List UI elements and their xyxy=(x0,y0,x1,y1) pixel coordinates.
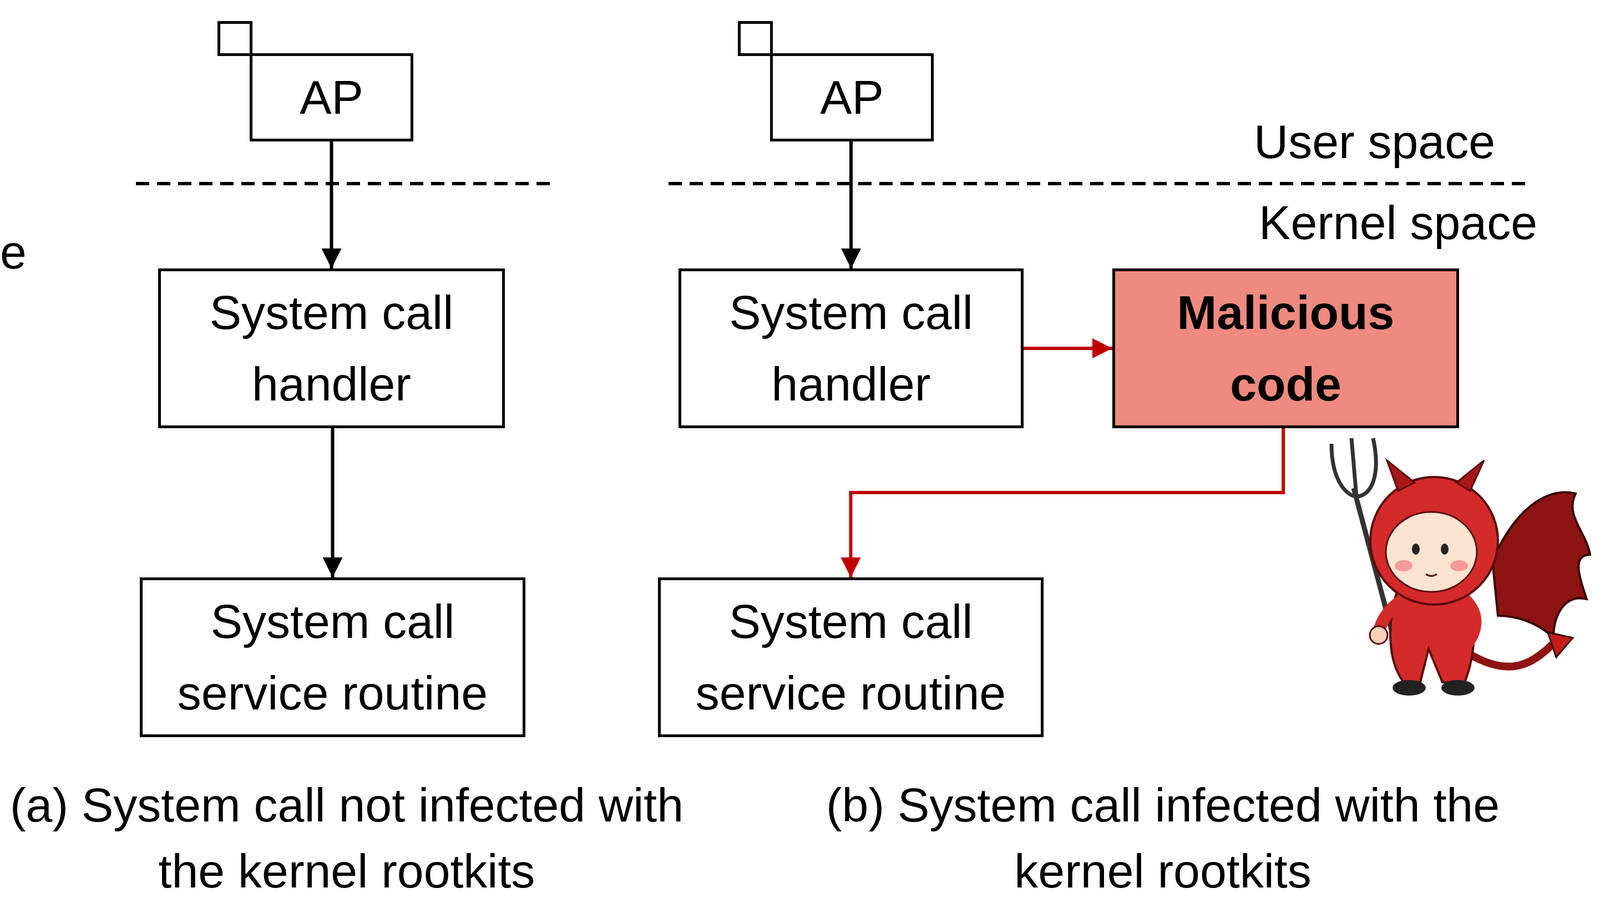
corner-tab xyxy=(737,21,773,57)
arrow-connector xyxy=(1023,346,1113,351)
devil-arm xyxy=(1464,599,1476,644)
devil-foot xyxy=(1441,680,1475,696)
devil-horn xyxy=(1456,460,1485,491)
arrow-connector xyxy=(849,141,853,269)
devil-foot xyxy=(1392,680,1426,696)
box-text: System call service routine xyxy=(671,585,1030,729)
process-box: System call handler xyxy=(678,268,1024,429)
devil-hand xyxy=(1369,626,1388,645)
process-box: System call handler xyxy=(158,268,505,429)
devil-illustration xyxy=(1331,438,1591,696)
user-kernel-boundary xyxy=(668,181,1526,186)
cropped-letter: e xyxy=(0,219,27,286)
devil-hood xyxy=(1370,477,1498,605)
devil-tail xyxy=(1470,643,1554,667)
box-text: System call service routine xyxy=(153,585,512,729)
box-text: System call handler xyxy=(692,276,1010,420)
box-text: AP xyxy=(299,61,364,134)
devil-mouth xyxy=(1425,574,1437,577)
caption: (a) System call not infected with the ke… xyxy=(8,772,686,903)
box-text: Malicious code xyxy=(1126,276,1446,420)
application-box: AP xyxy=(770,53,934,142)
devil-face xyxy=(1385,512,1477,592)
process-box: System call service routine xyxy=(139,577,526,738)
caption: (b) System call infected with the kernel… xyxy=(763,772,1563,903)
arrow-connector xyxy=(330,141,334,269)
box-text: System call handler xyxy=(171,276,491,420)
application-box: AP xyxy=(249,53,414,142)
user-kernel-boundary xyxy=(135,181,556,186)
devil-tail-tip xyxy=(1547,632,1573,658)
devil-blush xyxy=(1450,560,1468,572)
malicious-box: Malicious code xyxy=(1112,268,1460,429)
corner-tab xyxy=(217,21,253,57)
arrow-connector xyxy=(331,428,335,578)
trident-head xyxy=(1331,438,1376,497)
process-box: System call service routine xyxy=(657,577,1044,738)
devil-eye xyxy=(1411,543,1420,555)
devil-blush xyxy=(1394,560,1413,572)
devil-horn xyxy=(1386,460,1415,491)
devil-eye xyxy=(1440,543,1449,555)
arrow-connector xyxy=(851,428,1284,578)
region-label: Kernel space xyxy=(1258,189,1538,256)
devil-wing xyxy=(1492,492,1591,639)
box-text: AP xyxy=(819,61,884,134)
region-label: User space xyxy=(1253,108,1496,175)
